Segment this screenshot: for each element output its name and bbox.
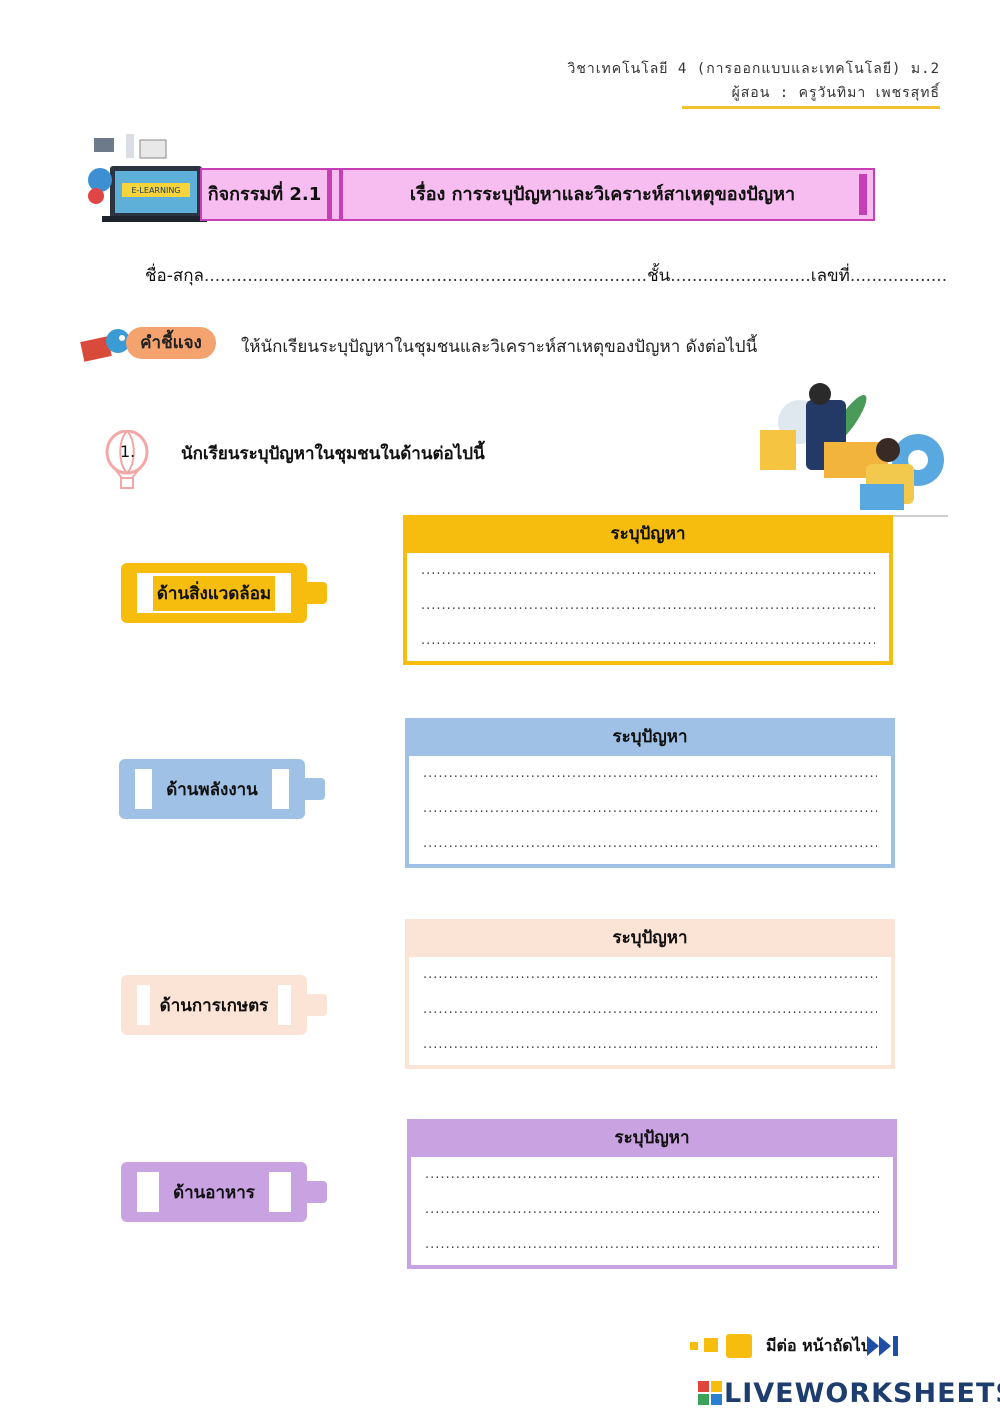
answer-line[interactable]: ........................................… xyxy=(423,801,877,816)
category-label: ด้านพลังงาน xyxy=(152,767,272,811)
name-label: ชื่อ-สกุล xyxy=(145,266,204,286)
number-label: เลขที่ xyxy=(810,266,850,286)
subject-header: วิชาเทคโนโลยี 4 (การออกแบบและเทคโนโลยี) … xyxy=(567,61,940,77)
category-agriculture: ด้านการเกษตร xyxy=(121,975,327,1035)
class-label: ชั้น xyxy=(647,266,671,286)
answer-line[interactable]: ........................................… xyxy=(425,1202,879,1217)
category-environment: ด้านสิ่งแวดล้อม xyxy=(121,563,327,623)
instruction-text: ให้นักเรียนระบุปัญหาในชุมชนและวิเคราะห์ส… xyxy=(241,337,758,357)
business-people-illustration xyxy=(748,383,948,517)
liveworksheets-brand: LIVEWORKSHEETS xyxy=(724,1378,1000,1409)
answer-line[interactable]: ........................................… xyxy=(425,1167,879,1182)
yellow-squares-icon xyxy=(690,1334,752,1358)
answer-line[interactable]: ........................................… xyxy=(423,1002,877,1017)
bird-laptop-icon xyxy=(80,329,136,362)
category-tip xyxy=(307,582,327,604)
category-tip xyxy=(307,994,327,1016)
answer-line[interactable]: ........................................… xyxy=(423,836,877,851)
category-energy: ด้านพลังงาน xyxy=(119,759,325,819)
teacher-header: ผู้สอน : ครูวันทิมา เพชรสุทธิ์ xyxy=(731,85,940,101)
banner-separator xyxy=(339,170,343,219)
name-field[interactable]: ........................................… xyxy=(203,266,648,286)
problem-box-title: ระบุปัญหา xyxy=(403,515,893,553)
problem-box-food: ระบุปัญหา ..............................… xyxy=(407,1119,897,1269)
problem-box-title: ระบุปัญหา xyxy=(405,718,895,756)
category-label: ด้านสิ่งแวดล้อม xyxy=(152,575,276,611)
category-tip xyxy=(305,778,325,800)
problem-box-energy: ระบุปัญหา ..............................… xyxy=(405,718,895,868)
activity-number: กิจกรรมที่ 2.1 xyxy=(202,170,332,219)
answer-line[interactable]: ........................................… xyxy=(421,633,875,648)
activity-title: เรื่อง การระบุปัญหาและวิเคราะห์สาเหตุของ… xyxy=(409,184,796,205)
category-label: ด้านอาหาร xyxy=(159,1170,269,1214)
header-underline xyxy=(682,106,940,109)
answer-line[interactable]: ........................................… xyxy=(425,1237,879,1252)
next-page-text: มีต่อ หน้าถัดไป xyxy=(766,1336,871,1355)
problem-box-title: ระบุปัญหา xyxy=(407,1119,897,1157)
category-label: ด้านการเกษตร xyxy=(149,983,279,1027)
class-field[interactable]: .......................... xyxy=(670,266,811,286)
problem-box-agriculture: ระบุปัญหา ..............................… xyxy=(405,919,895,1069)
liveworksheets-logo-icon xyxy=(698,1381,722,1405)
problem-box-title: ระบุปัญหา xyxy=(405,919,895,957)
answer-line[interactable]: ........................................… xyxy=(421,563,875,578)
answer-line[interactable]: ........................................… xyxy=(423,766,877,781)
instruction-badge: คำชี้แจง xyxy=(126,327,216,359)
problem-box-environment: ระบุปัญหา ..............................… xyxy=(403,515,893,665)
category-food: ด้านอาหาร xyxy=(121,1162,327,1222)
student-info-line: ชื่อ-สกุล...............................… xyxy=(145,262,947,289)
next-page-icon[interactable] xyxy=(867,1334,901,1358)
question-number: 1. xyxy=(120,442,136,461)
question-text: นักเรียนระบุปัญหาในชุมชนในด้านต่อไปนี้ xyxy=(181,444,485,464)
answer-line[interactable]: ........................................… xyxy=(421,598,875,613)
category-tip xyxy=(307,1181,327,1203)
answer-line[interactable]: ........................................… xyxy=(423,967,877,982)
answer-line[interactable]: ........................................… xyxy=(423,1037,877,1052)
banner-end-bar xyxy=(859,174,867,215)
elearning-laptop-icon: E-LEARNING xyxy=(88,134,207,222)
balloon-icon xyxy=(105,430,149,489)
number-field[interactable]: .................. xyxy=(849,266,948,286)
elearning-logo-text: E-LEARNING xyxy=(131,186,180,195)
activity-banner: กิจกรรมที่ 2.1 เรื่อง การระบุปัญหาและวิเ… xyxy=(200,168,875,221)
